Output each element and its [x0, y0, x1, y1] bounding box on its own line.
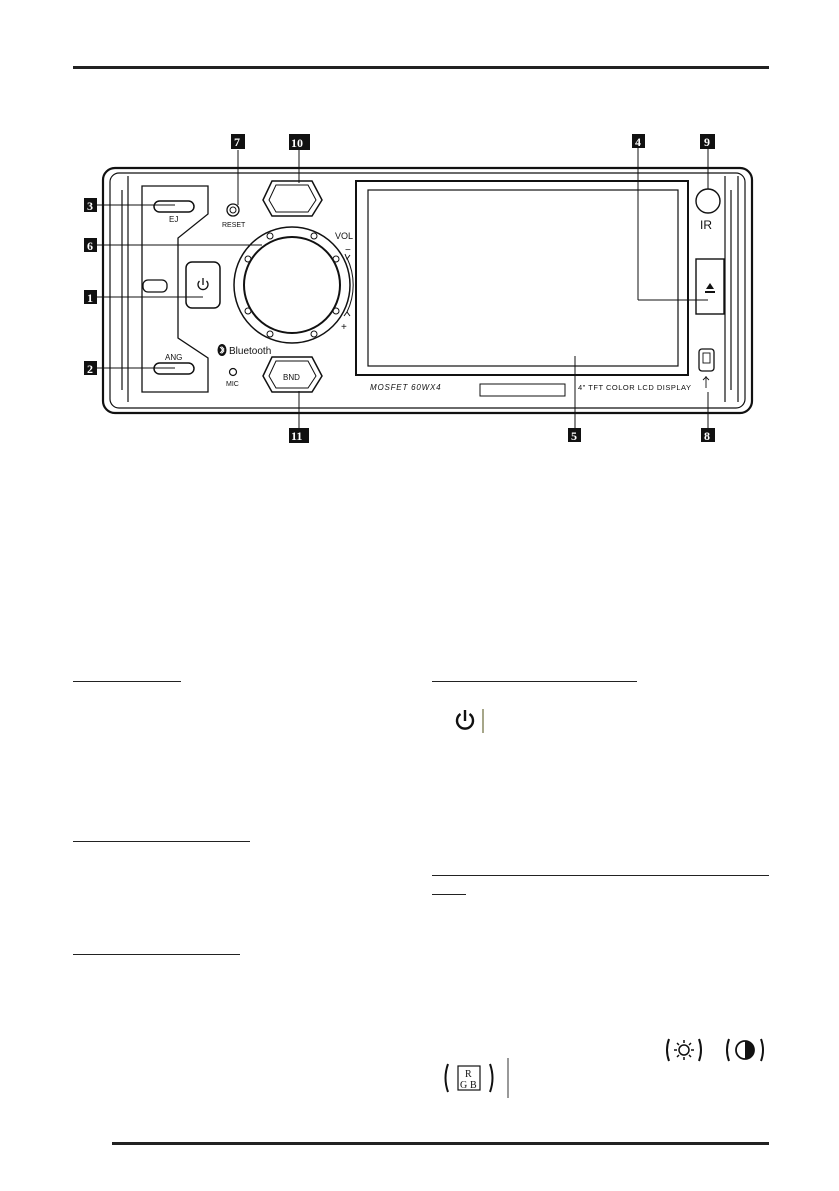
top-hex-button[interactable]	[262, 180, 323, 217]
callout-1: 1	[84, 290, 97, 305]
front-panel-diagram: EJ ANG RESET Bluetooth MIC VOL − + BND M	[84, 134, 754, 443]
mic-hole	[228, 367, 238, 377]
faceplate-inner	[109, 172, 746, 409]
mosfet-label: MOSFET 60WX4	[370, 383, 441, 392]
footer-rule	[112, 1142, 769, 1145]
brightness-icon	[666, 1038, 702, 1062]
lcd-display	[367, 189, 679, 367]
power-button[interactable]	[185, 261, 221, 309]
power-icon	[455, 709, 484, 733]
contrast-icon	[726, 1038, 764, 1062]
svg-text:10: 10	[291, 136, 303, 150]
reset-button[interactable]	[226, 203, 240, 217]
display-tag	[479, 383, 566, 397]
callout-10: 10	[289, 134, 310, 150]
ir-label: IR	[700, 218, 712, 232]
svg-text:9: 9	[704, 135, 710, 149]
ang-label: ANG	[165, 353, 182, 362]
usb-icon	[702, 376, 710, 388]
section-line-left-1	[73, 681, 181, 682]
vol-label: VOL	[335, 231, 353, 241]
svg-text:11: 11	[291, 429, 302, 443]
rgb-r: R	[465, 1069, 472, 1080]
vol-plus: +	[341, 322, 347, 333]
callout-9: 9	[700, 134, 715, 149]
svg-text:7: 7	[234, 135, 240, 149]
svg-text:5: 5	[571, 429, 577, 443]
callout-4: 4	[632, 134, 645, 149]
callout-2: 2	[84, 361, 97, 376]
ir-sensor	[695, 188, 721, 214]
knob-dots	[244, 232, 340, 338]
callout-11: 11	[289, 428, 309, 443]
mic-label: MIC	[226, 381, 239, 388]
svg-text:4: 4	[635, 135, 641, 149]
svg-text:1: 1	[87, 291, 93, 305]
svg-text:2: 2	[87, 362, 93, 376]
volume-knob-ring[interactable]	[233, 226, 351, 344]
vol-arrow	[346, 257, 354, 313]
bluetooth-label: Bluetooth	[229, 346, 271, 357]
section-line-left-3	[73, 954, 240, 955]
section-line-right-1	[432, 681, 637, 682]
usb-port-inner	[702, 352, 711, 364]
left-trim	[121, 176, 129, 402]
section-line-right-3	[432, 894, 466, 895]
power-icon	[197, 278, 209, 291]
vol-minus: −	[345, 245, 351, 256]
bnd-button-inner	[268, 360, 317, 389]
section-line-right-2	[432, 875, 769, 876]
left-control-frame	[141, 185, 209, 393]
bnd-label: BND	[283, 373, 300, 382]
lcd-display-frame	[355, 180, 689, 376]
bnd-button[interactable]	[262, 356, 323, 393]
header-rule	[73, 66, 769, 69]
vol-arrow-head-top	[344, 253, 351, 261]
reset-button-core	[229, 206, 237, 214]
faceplate-outer	[101, 166, 754, 415]
leader-lines	[97, 148, 709, 428]
bluetooth-icon	[217, 344, 227, 356]
reset-label: RESET	[222, 222, 246, 229]
callout-6: 6	[84, 238, 97, 253]
ej-label: EJ	[169, 215, 178, 224]
volume-knob[interactable]	[243, 236, 341, 334]
display-label: 4" TFT COLOR LCD DISPLAY	[578, 383, 691, 392]
svg-text:3: 3	[87, 199, 93, 213]
callout-8: 8	[701, 428, 715, 443]
rgb-g: G	[460, 1080, 467, 1091]
top-hex-button-inner	[268, 184, 317, 213]
side-slot	[142, 279, 168, 293]
callout-7: 7	[231, 134, 245, 149]
section-line-left-2	[73, 841, 250, 842]
right-trim	[724, 176, 739, 402]
rgb-b: B	[470, 1080, 477, 1091]
callout-3: 3	[84, 198, 97, 213]
rgb-icon: R G B	[444, 1058, 509, 1098]
usb-port[interactable]	[698, 348, 715, 372]
eject-icon	[705, 283, 715, 293]
svg-text:8: 8	[704, 429, 710, 443]
svg-text:6: 6	[87, 239, 93, 253]
vol-arrow-head-bottom	[343, 311, 351, 317]
ej-button[interactable]	[153, 200, 195, 213]
eject-button[interactable]	[695, 258, 725, 315]
callout-5: 5	[568, 428, 581, 443]
